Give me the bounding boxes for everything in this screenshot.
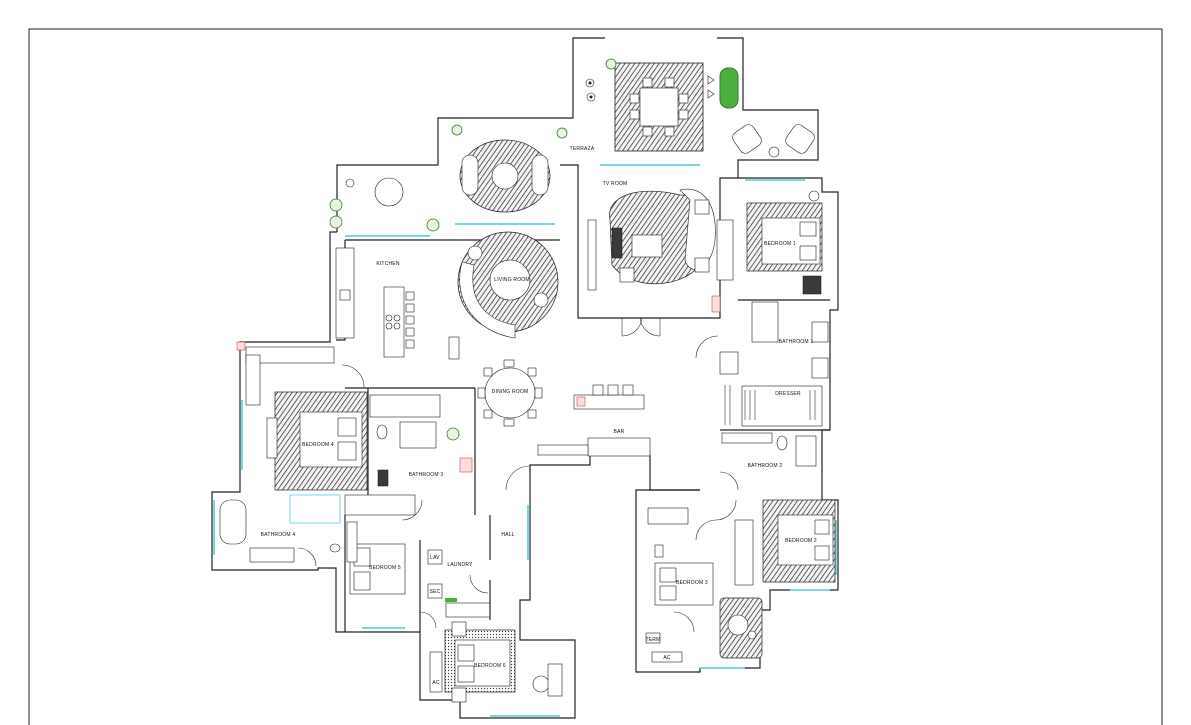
label-dresser: DRESSER	[775, 391, 801, 397]
terrace-round-table	[459, 139, 551, 213]
label-bedroom-1: BEDROOM 1	[764, 241, 796, 247]
label-bar: BAR	[614, 429, 625, 435]
label-hall: HALL	[501, 532, 514, 538]
label-lav: LAV	[430, 555, 440, 561]
living-room: LIVING ROOM	[457, 231, 559, 339]
terrace: TERRAZA	[329, 58, 815, 232]
bedroom-1-suite: BEDROOM 1 BATHROOM 1 DRESSER	[719, 190, 830, 427]
label-bathroom-3: BATHROOM 3	[409, 472, 444, 478]
label-bedroom-6: BEDROOM 6	[474, 663, 506, 669]
bedroom-3: BEDROOM 3 TERM AC	[646, 507, 763, 663]
label-bedroom-4: BEDROOM 4	[302, 442, 334, 448]
label-ac: AC	[663, 655, 671, 661]
label-bedroom-2: BEDROOM 2	[785, 538, 817, 544]
label-ac-small: AC	[432, 680, 440, 686]
label-bedroom-5: BEDROOM 5	[369, 565, 401, 571]
label-dining-room: DINING ROOM	[492, 389, 529, 395]
label-living-room: LIVING ROOM	[494, 277, 530, 283]
bedroom-6: BEDROOM 6 AC	[429, 621, 563, 703]
bar: BAR	[537, 384, 651, 457]
door-swings	[297, 335, 739, 633]
glazing	[213, 164, 837, 717]
label-laundry: LAUNDRY	[447, 562, 473, 568]
kitchen-island	[383, 286, 405, 358]
label-tv-room: TV ROOM	[603, 181, 628, 187]
terrace-dining-table	[639, 87, 679, 127]
kitchen: KITCHEN	[335, 247, 460, 360]
label-bedroom-3: BEDROOM 3	[676, 580, 708, 586]
planter-green	[719, 67, 739, 109]
bedroom-2: BEDROOM 2	[734, 499, 836, 586]
label-term: TERM	[646, 637, 661, 643]
label-bathroom-1: BATHROOM 1	[779, 339, 814, 345]
bathroom-2: BATHROOM 2	[720, 429, 830, 469]
label-bathroom-4: BATHROOM 4	[261, 532, 296, 538]
terrace-plant	[605, 58, 617, 70]
bedroom-5-laundry: BEDROOM 5 LAUNDRY HALL LAV SEC	[344, 515, 514, 632]
sheet-border	[28, 28, 1163, 725]
lounge-chairs	[732, 124, 815, 158]
bedroom-4-wing: BEDROOM 4 BATHROOM 3 BATHROOM 4	[219, 341, 476, 563]
label-terraza: TERRAZA	[570, 146, 595, 152]
label-bathroom-2: BATHROOM 2	[748, 463, 783, 469]
tv-room: TV ROOM	[587, 181, 734, 337]
label-kitchen: KITCHEN	[376, 261, 400, 267]
dining-room: DINING ROOM	[477, 359, 543, 427]
label-sec: SEC	[430, 589, 441, 595]
